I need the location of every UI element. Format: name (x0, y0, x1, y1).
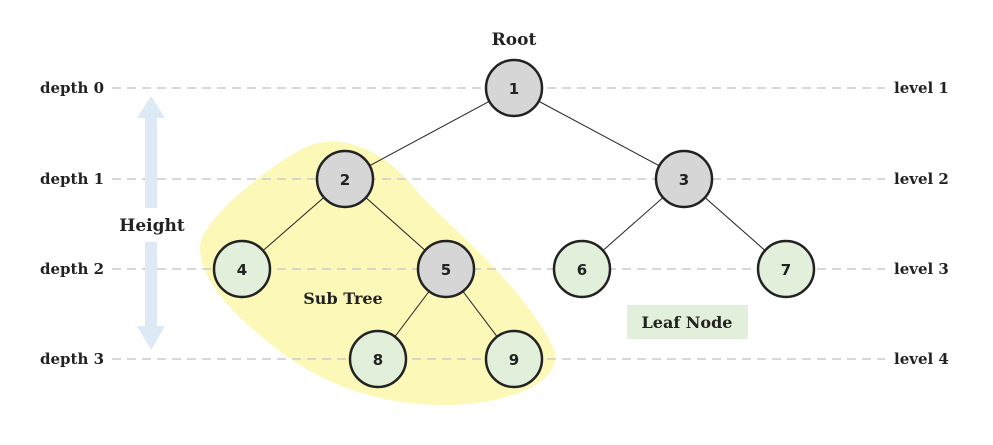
height-label: Height (119, 216, 185, 236)
root-label: Root (492, 30, 537, 50)
edge-1-3 (513, 87, 685, 180)
level-label-3: level 3 (894, 260, 949, 278)
leaf-node-label: Leaf Node (642, 313, 733, 332)
level-label-4: level 4 (894, 350, 949, 368)
node-label: 2 (340, 171, 350, 189)
depth-label-2: depth 2 (40, 260, 104, 278)
node-label: 8 (373, 351, 383, 369)
node-label: 6 (577, 261, 587, 279)
node-label: 5 (441, 261, 451, 279)
edge-1-2 (344, 87, 515, 180)
node-label: 4 (237, 261, 247, 279)
tree-node-7: 7 (756, 239, 816, 299)
depth-label-1: depth 1 (40, 170, 104, 188)
level-label-1: level 1 (894, 79, 949, 97)
subtree-highlight (200, 141, 556, 405)
tree-node-4: 4 (212, 239, 272, 299)
tree-node-9: 9 (484, 329, 544, 389)
tree-node-1: 1 (484, 58, 544, 118)
tree-node-6: 6 (552, 239, 612, 299)
depth-label-3: depth 3 (40, 350, 104, 368)
node-label: 3 (679, 171, 689, 189)
subtree-label: Sub Tree (303, 289, 382, 308)
tree-node-5: 5 (416, 239, 476, 299)
tree-node-3: 3 (654, 149, 714, 209)
leaf-node-badge: Leaf Node (627, 305, 748, 339)
depth-label-0: depth 0 (40, 79, 104, 97)
height-arrow (112, 96, 192, 350)
node-label: 9 (509, 351, 519, 369)
level-label-2: level 2 (894, 170, 949, 188)
node-label: 7 (781, 261, 791, 279)
tree-node-8: 8 (348, 329, 408, 389)
node-label: 1 (509, 80, 519, 98)
tree-node-2: 2 (315, 149, 375, 209)
